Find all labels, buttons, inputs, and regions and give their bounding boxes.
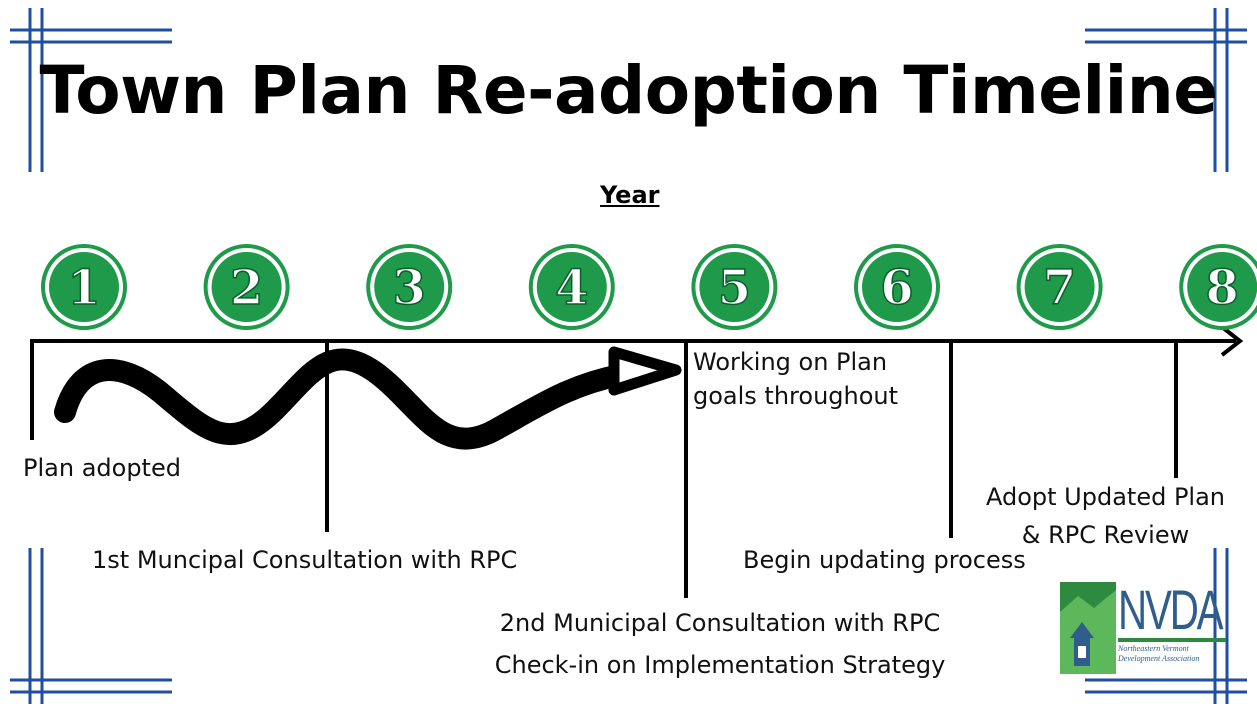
label-1st-consultation: 1st Muncipal Consultation with RPC: [92, 544, 517, 576]
event-ticks: [30, 339, 1178, 598]
logo-landscape-icon: [1060, 582, 1116, 674]
year-marker-6: 6: [854, 244, 940, 330]
axis-label-year: Year: [600, 181, 660, 209]
year-marker-label: 5: [718, 260, 751, 316]
squiggle-arrow: [54, 348, 631, 450]
label-begin-updating: Begin updating process: [743, 544, 1026, 576]
label-working-on-goals: Working on Plan goals throughout: [693, 345, 898, 413]
logo-subtitle-line: Development Association: [1118, 654, 1200, 663]
year-marker-fill: [699, 252, 770, 322]
frame-top-right: [1085, 8, 1247, 172]
year-marker-label: 1: [67, 260, 100, 316]
nvda-logo: NVDA Northeastern Vermont Development As…: [1060, 578, 1228, 676]
year-marker-4: 4: [528, 244, 615, 330]
year-marker-fill: [536, 252, 607, 322]
frame-bottom-right: [1085, 548, 1247, 704]
label-2nd-consultation: 2nd Municipal Consultation with RPC Chec…: [455, 602, 985, 686]
logo-subtitle-line: Northeastern Vermont: [1118, 644, 1189, 653]
year-marker-label: 6: [880, 260, 913, 316]
label-line: Check-in on Implementation Strategy: [494, 651, 946, 679]
frame-bottom-left: [10, 548, 172, 704]
logo-underline: [1118, 638, 1226, 642]
label-line: & RPC Review: [1021, 521, 1190, 549]
label-line: 2nd Municipal Consultation with RPC: [499, 609, 941, 637]
year-marker-label: 2: [230, 260, 263, 316]
page-title: Town Plan Re-adoption Timeline: [39, 52, 1218, 129]
year-marker-fill: [49, 252, 119, 322]
year-marker-5: 5: [691, 244, 778, 330]
year-marker-fill: [1187, 252, 1257, 322]
label-line: goals throughout: [693, 382, 899, 410]
year-marker-label: 3: [392, 260, 425, 316]
year-marker-fill: [374, 252, 445, 322]
year-marker-3: 3: [366, 244, 453, 330]
year-marker-label: 7: [1043, 260, 1076, 316]
label-line: Begin updating process: [743, 546, 1026, 574]
label-line: Adopt Updated Plan: [985, 483, 1226, 511]
frame-top-left: [10, 8, 172, 172]
logo-letters: NVDA: [1118, 578, 1224, 641]
label-line: 1st Muncipal Consultation with RPC: [92, 546, 518, 574]
label-adopt-updated: Adopt Updated Plan & RPC Review: [958, 478, 1253, 554]
year-marker-1: 1: [41, 244, 127, 330]
squiggle-arrowhead: [608, 346, 682, 396]
label-plan-adopted: Plan adopted: [23, 452, 181, 484]
axis-arrowhead: [1220, 325, 1244, 357]
year-marker-fill: [862, 252, 932, 322]
year-marker-fill: [211, 252, 282, 322]
year-markers: 1 2 3 4 5 6 7 8: [41, 244, 1257, 330]
logo-subtitle: Northeastern Vermont Development Associa…: [1118, 644, 1228, 664]
year-marker-fill: [1024, 252, 1095, 322]
year-marker-7: 7: [1016, 244, 1103, 330]
year-marker-2: 2: [203, 244, 290, 330]
label-line: Working on Plan: [693, 348, 888, 376]
year-marker-8: 8: [1179, 244, 1257, 330]
year-marker-label: 4: [555, 260, 588, 316]
year-marker-label: 8: [1205, 260, 1238, 316]
label-line: Plan adopted: [23, 454, 181, 482]
